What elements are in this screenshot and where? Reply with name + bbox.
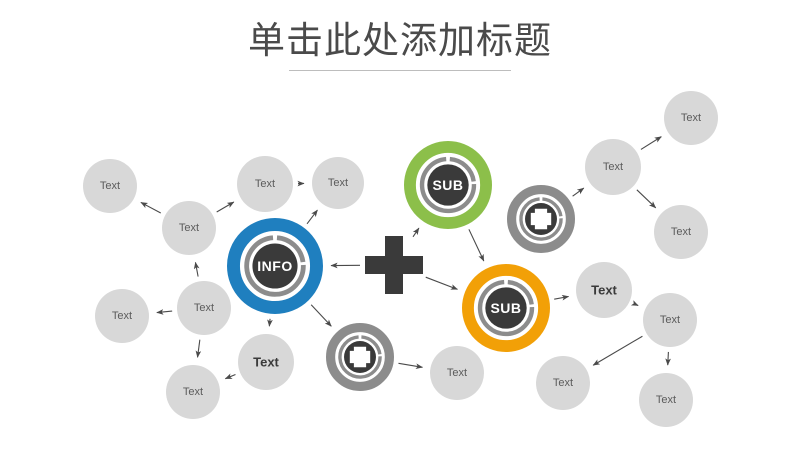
hub-ring-segment — [542, 197, 563, 217]
text-bubbles — [83, 91, 718, 427]
text-bubble[interactable] — [238, 334, 294, 390]
connection-arrow — [216, 201, 235, 213]
hub-ring-segment — [244, 235, 306, 297]
connection-arrow — [267, 318, 273, 327]
text-bubble[interactable] — [430, 346, 484, 400]
title-underline — [289, 70, 511, 71]
hub-outer-ring — [325, 322, 394, 391]
connection-arrow — [306, 209, 318, 225]
text-bubble[interactable] — [576, 262, 632, 318]
connection-arrow — [156, 309, 173, 315]
connection-arrow — [224, 373, 236, 380]
hub-ring-segment — [519, 197, 563, 241]
hub-plus_right[interactable] — [506, 184, 575, 253]
hub-sub_bottom[interactable] — [462, 264, 551, 353]
hub-sub_top[interactable] — [404, 141, 493, 230]
hub-core — [252, 243, 298, 289]
plus-icon — [349, 346, 371, 368]
connection-arrow — [592, 335, 643, 366]
text-bubble[interactable] — [95, 289, 149, 343]
connection-arrow — [195, 339, 202, 358]
connection-arrow — [412, 227, 420, 238]
hub-nodes — [226, 141, 575, 391]
connection-arrow — [398, 362, 424, 370]
text-bubble[interactable] — [162, 201, 216, 255]
text-bubble[interactable] — [177, 281, 231, 335]
connection-arrow — [665, 351, 671, 366]
plus-icon — [530, 208, 552, 230]
hub-ring-segment — [419, 156, 477, 214]
text-bubble[interactable] — [83, 159, 137, 213]
hub-ring-segment — [477, 279, 535, 337]
hub-core — [427, 164, 469, 206]
connection-arrow — [640, 136, 662, 150]
hub-outer-ring — [226, 217, 323, 314]
hub-ring-segment — [507, 279, 534, 305]
hub-outer-ring — [506, 184, 575, 253]
connection-arrow — [310, 304, 332, 327]
text-bubble[interactable] — [166, 365, 220, 419]
connection-arrow — [630, 300, 639, 307]
center-plus-shape — [365, 236, 423, 294]
hub-core — [485, 287, 527, 329]
text-bubble[interactable] — [536, 356, 590, 410]
connection-arrow — [140, 201, 162, 214]
connection-arrow — [636, 189, 657, 209]
connection-arrow — [193, 261, 200, 277]
title-block: 单击此处添加标题 — [0, 18, 800, 71]
text-bubble[interactable] — [237, 156, 293, 212]
center-plus-icon — [365, 236, 423, 294]
connection-arrow — [554, 294, 570, 301]
hub-ring-segment — [338, 335, 382, 379]
text-bubble[interactable] — [585, 139, 641, 195]
connection-arrow — [468, 229, 485, 262]
hub-info[interactable] — [226, 217, 323, 314]
connection-arrow — [572, 187, 585, 197]
text-bubble[interactable] — [643, 293, 697, 347]
connection-arrow — [425, 276, 458, 290]
hub-ring-segment — [276, 235, 306, 263]
text-bubble[interactable] — [664, 91, 718, 145]
hub-outer-ring — [462, 264, 551, 353]
page-title: 单击此处添加标题 — [248, 19, 552, 62]
text-bubble[interactable] — [654, 205, 708, 259]
hub-ring-segment — [361, 335, 382, 355]
hub-outer-ring — [404, 141, 493, 230]
hub-ring-segment — [449, 156, 476, 182]
connection-lines — [140, 136, 671, 380]
text-bubble[interactable] — [312, 157, 364, 209]
text-bubble[interactable] — [639, 373, 693, 427]
